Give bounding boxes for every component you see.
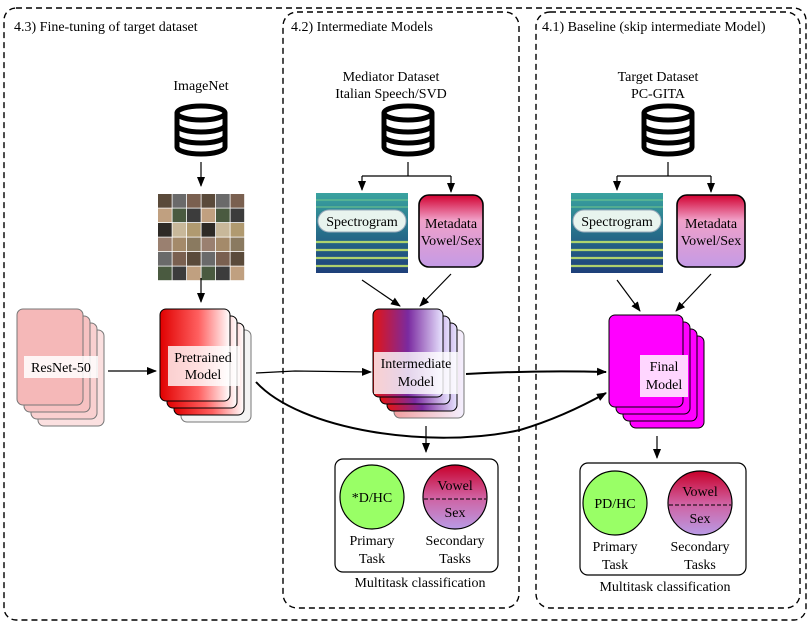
connectors [108, 162, 715, 459]
vowel-label: Vowel [682, 485, 718, 500]
multitask-label: Multitask classification [354, 576, 485, 591]
primary-task-caption: Primary [592, 540, 637, 555]
section-intermediate-frame [282, 11, 520, 609]
section-fine-tuning-frame [3, 7, 807, 621]
imagenet-tile [172, 223, 187, 237]
pretrained-sub-label: Model [185, 368, 222, 383]
sex-label: Sex [690, 512, 711, 527]
secondary-task-caption: Secondary [425, 534, 484, 549]
imagenet-tile [230, 252, 245, 266]
resnet-label: ResNet-50 [31, 361, 91, 376]
imagenet-tile [201, 208, 216, 223]
primary-task-label: PD/HC [594, 497, 635, 512]
imagenet-tile [201, 252, 216, 266]
imagenet-tile [230, 194, 245, 208]
secondary-task-caption-2: Tasks [684, 558, 716, 573]
multitask-label: Multitask classification [599, 580, 730, 595]
imagenet-tile [158, 208, 172, 223]
imagenet-label: ImageNet [173, 79, 228, 94]
intermediate-label-bg [374, 352, 458, 394]
imagenet-tile [201, 266, 216, 281]
final-label: Final [650, 360, 679, 375]
imagenet-thumbnail [158, 194, 245, 281]
metadata-sub-label: Vowel/Sex [421, 234, 481, 249]
secondary-task-caption-2: Tasks [439, 552, 471, 567]
pretrained-label: Pretrained [174, 351, 232, 366]
imagenet-tile [172, 237, 187, 252]
metadata-box [418, 194, 484, 268]
database-icon [381, 103, 435, 157]
spectrogram-image [316, 193, 408, 273]
imagenet-tile [187, 266, 201, 281]
imagenet-tile [158, 237, 172, 252]
imagenet-tile [172, 194, 187, 208]
spectrogram-image [571, 193, 663, 273]
spectrogram-label: Spectrogram [326, 215, 398, 230]
imagenet-tile [187, 252, 201, 266]
primary-task-caption: Primary [349, 534, 394, 549]
metadata-sub-label: Vowel/Sex [681, 234, 741, 249]
primary-task-circle [582, 470, 648, 536]
primary-task-label: *D/HC [352, 491, 392, 506]
imagenet-tile [172, 208, 187, 223]
imagenet-tile [187, 208, 201, 223]
section-intermediate-title: 4.2) Intermediate Models [291, 20, 433, 35]
imagenet-tile [187, 223, 201, 237]
pretrained-label-bg [168, 346, 240, 386]
imagenet-tile [201, 237, 216, 252]
target-dataset-name: PC-GITA [631, 87, 686, 102]
metadata-label: Metadata [685, 217, 738, 232]
imagenet-tile [216, 252, 230, 266]
mediator-dataset-label: Mediator Dataset [343, 70, 440, 85]
vowel-label: Vowel [437, 479, 473, 494]
spectrogram-label-bg [572, 209, 662, 233]
imagenet-tile [187, 237, 201, 252]
metadata-label: Metadata [425, 217, 478, 232]
section-baseline-frame [535, 11, 801, 609]
imagenet-tile [158, 194, 172, 208]
database-icon [641, 103, 695, 157]
imagenet-tile [158, 223, 172, 237]
primary-task-caption-2: Task [602, 558, 628, 573]
metadata-box [676, 194, 746, 268]
final-label-bg [640, 355, 688, 397]
target-dataset-label: Target Dataset [618, 70, 699, 85]
secondary-task-caption: Secondary [670, 540, 729, 555]
imagenet-tile [230, 223, 245, 237]
imagenet-tile [172, 266, 187, 281]
spectrogram-label: Spectrogram [581, 215, 653, 230]
section-baseline-title: 4.1) Baseline (skip intermediate Model) [542, 20, 766, 35]
imagenet-tile [216, 223, 230, 237]
imagenet-tile [201, 223, 216, 237]
primary-task-caption-2: Task [359, 552, 385, 567]
imagenet-tile [216, 266, 230, 281]
mediator-dataset-name: Italian Speech/SVD [335, 87, 447, 102]
imagenet-tile [187, 194, 201, 208]
spectrogram-label-bg [317, 209, 407, 233]
intermediate-label: Intermediate [381, 357, 452, 372]
imagenet-tile [201, 194, 216, 208]
primary-task-circle [339, 464, 405, 530]
database-icon [174, 103, 228, 157]
imagenet-tile [216, 194, 230, 208]
imagenet-tile [230, 237, 245, 252]
imagenet-tile [216, 208, 230, 223]
intermediate-sub-label: Model [398, 375, 435, 390]
imagenet-tile [230, 208, 245, 223]
imagenet-tile [230, 266, 245, 281]
secondary-task-circle [667, 470, 733, 536]
final-sub-label: Model [646, 378, 683, 393]
sex-label: Sex [445, 506, 466, 521]
resnet-label-bg [24, 356, 98, 378]
section-fine-tuning-title: 4.3) Fine-tuning of target dataset [14, 20, 198, 35]
imagenet-tile [216, 237, 230, 252]
imagenet-tile [172, 252, 187, 266]
imagenet-tile [158, 266, 172, 281]
secondary-task-circle [422, 464, 488, 530]
imagenet-tile [158, 252, 172, 266]
